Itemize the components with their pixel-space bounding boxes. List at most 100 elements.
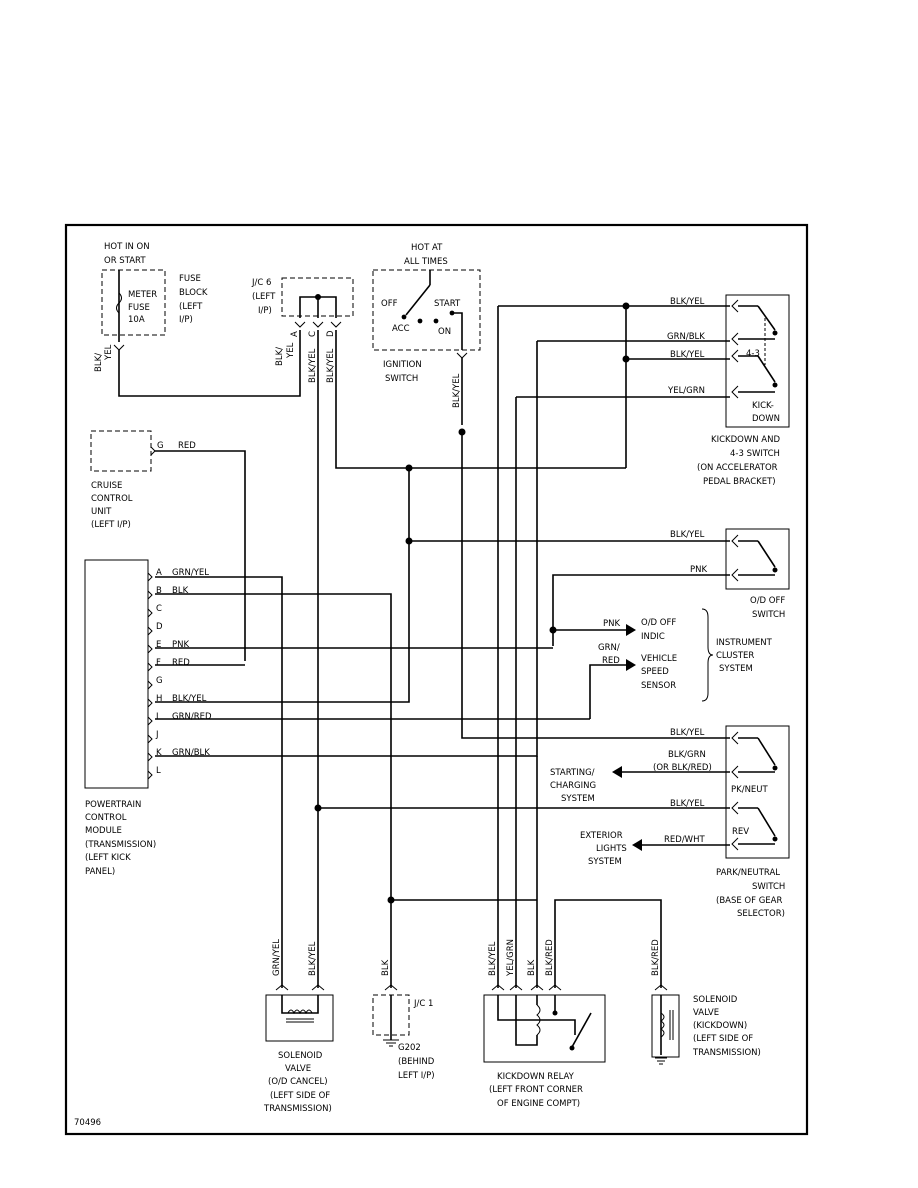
g202-label: (BEHIND — [398, 1057, 435, 1067]
ignition-start: START — [434, 299, 461, 309]
fuse-block-label: I/P) — [179, 315, 193, 325]
wire-label-blk: BLK/ — [94, 353, 104, 372]
jc6-label: I/P) — [258, 306, 272, 316]
vss-label: SPEED — [641, 667, 669, 677]
wire-label: YEL/GRN — [667, 386, 705, 396]
kd-relay-label: OF ENGINE COMPT) — [497, 1099, 580, 1109]
jc6-pin: A — [290, 331, 300, 337]
kickdown-relay: BLK/YEL YEL/GRN BLK BLK/RED KICKDOWN REL… — [483, 939, 606, 1109]
powertrain-control-module: POWERTRAIN CONTROL MODULE (TRANSMISSION)… — [84, 559, 156, 877]
pcm-pin-connector — [147, 770, 153, 780]
wire-label: YEL — [286, 342, 296, 359]
cruise-label: UNIT — [91, 507, 112, 517]
solenoid-od-cancel: GRN/YEL BLK/YEL SOLENOID VALVE (O/D CANC… — [263, 939, 334, 1114]
pcm-label: POWERTRAIN — [85, 800, 141, 810]
wire-label: BLK/YEL — [308, 348, 318, 383]
cruise-pin: G — [157, 441, 164, 451]
wire-label: BLK — [527, 959, 537, 976]
ignition-label: HOT AT — [411, 243, 443, 253]
pcm-pin-wire: GRN/YEL — [172, 568, 209, 578]
pcm-pin-wire: RED — [172, 658, 190, 668]
wire-label: BLK/YEL — [488, 941, 498, 976]
ignition-off: OFF — [381, 299, 398, 309]
fuse-block-label: (LEFT — [179, 302, 203, 312]
ignition-label: ALL TIMES — [404, 257, 448, 267]
jc1-label: J/C 1 — [413, 999, 433, 1009]
sol-od-label: (O/D CANCEL) — [268, 1077, 328, 1087]
starting-label: SYSTEM — [561, 794, 595, 804]
pcm-pin-wire: BLK — [172, 586, 189, 596]
pcm-pin-connector — [147, 608, 153, 618]
rev-label: REV — [732, 827, 749, 837]
pcm-label: (TRANSMISSION) — [85, 840, 156, 850]
ignition-label: IGNITION — [383, 360, 422, 370]
pcm-pin-letter: K — [156, 748, 162, 758]
pn-switch-label: SWITCH — [752, 882, 785, 892]
pcm-pin-letter: F — [156, 658, 161, 668]
od-off-label: SWITCH — [752, 610, 785, 620]
wire-label: BLK/RED — [545, 939, 555, 976]
cruise-label: (LEFT I/P) — [91, 520, 131, 530]
pcm-pin-connector — [147, 662, 153, 672]
kd-switch-label: (ON ACCELERATOR — [697, 463, 778, 473]
sol-kd-label: (LEFT SIDE OF — [693, 1034, 753, 1044]
switch-kick-label: KICK- — [752, 401, 774, 411]
g202-label: LEFT I/P) — [398, 1071, 435, 1081]
solenoid-kickdown: BLK/RED SOLENOID VALVE (KICKDOWN) (LEFT … — [651, 939, 761, 1065]
wire-label: BLK/YEL — [670, 799, 705, 809]
kd-switch-label: PEDAL BRACKET) — [703, 477, 776, 487]
vss-label: SENSOR — [641, 681, 676, 691]
pcm-pin-connector — [147, 698, 153, 708]
wire-label-yel: YEL — [104, 344, 114, 361]
sol-kd-label: TRANSMISSION) — [692, 1048, 761, 1058]
ignition-on: ON — [438, 327, 451, 337]
g202-label: G202 — [398, 1043, 421, 1053]
diagram-id: 70496 — [74, 1118, 101, 1128]
pcm-pin-wire: GRN/BLK — [172, 748, 210, 758]
diagram-frame — [64, 223, 809, 1136]
ignition-switch: HOT AT ALL TIMES OFF START ACC ON IGNITI… — [372, 243, 481, 408]
cruise-label: CRUISE — [91, 481, 122, 491]
wire-label: BLK/YEL — [326, 348, 336, 383]
pcm-pin-wire: PNK — [172, 640, 189, 650]
sol-od-label: (LEFT SIDE OF — [270, 1091, 330, 1101]
pcm-pin-letter: B — [156, 586, 162, 596]
wire-label: BLK — [381, 959, 391, 976]
ic-label: INSTRUMENT — [716, 638, 773, 648]
kickdown-43-switch: 4-3 KICK- DOWN KICKDOWN AND 4-3 SWITCH (… — [667, 294, 790, 487]
cruise-control-unit: G RED CRUISE CONTROL UNIT (LEFT I/P) — [90, 430, 196, 530]
sol-kd-label: SOLENOID — [693, 995, 738, 1005]
kd-relay-label: KICKDOWN RELAY — [497, 1072, 575, 1082]
fuse-fuse-label: FUSE — [128, 303, 150, 313]
starting-label: CHARGING — [550, 781, 596, 791]
pn-switch-label: (BASE OF GEAR — [716, 896, 782, 906]
sol-od-label: SOLENOID — [278, 1051, 323, 1061]
wire-label: BLK/YEL — [670, 297, 705, 307]
pcm-label: MODULE — [85, 826, 122, 836]
fuse-block: HOT IN ON OR START METER FUSE 10A FUSE B… — [94, 242, 208, 372]
wire-label: PNK — [690, 565, 707, 575]
pcm-pin-letter: H — [156, 694, 162, 704]
pcm-pin-letter: D — [156, 622, 163, 632]
wire-label: BLK/RED — [651, 939, 661, 976]
pcm-pin-letter: J — [155, 730, 159, 740]
kd-relay-label: (LEFT FRONT CORNER — [489, 1085, 583, 1095]
pcm-pin-wire: GRN/RED — [172, 712, 212, 722]
wire-label: RED — [602, 656, 620, 666]
switch-43-label: 4-3 — [746, 349, 760, 359]
ignition-label: SWITCH — [385, 374, 418, 384]
pcm-label: (LEFT KICK — [85, 853, 131, 863]
od-indic-label: O/D OFF — [641, 618, 676, 628]
ignition-outline — [372, 269, 481, 351]
wire-label: BLK/ — [275, 347, 285, 366]
pn-switch-label: PARK/NEUTRAL — [716, 868, 780, 878]
exterior-label: EXTERIOR — [580, 831, 623, 841]
sol-od-label: TRANSMISSION) — [263, 1104, 332, 1114]
pcm-pin-connector — [147, 752, 153, 762]
wire-label: YEL/GRN — [506, 939, 516, 977]
sol-od-label: VALVE — [285, 1064, 311, 1074]
fuse-block-label: FUSE — [179, 274, 201, 284]
pcm-pin-letter: E — [156, 640, 161, 650]
jc6-label: J/C 6 — [251, 278, 271, 288]
